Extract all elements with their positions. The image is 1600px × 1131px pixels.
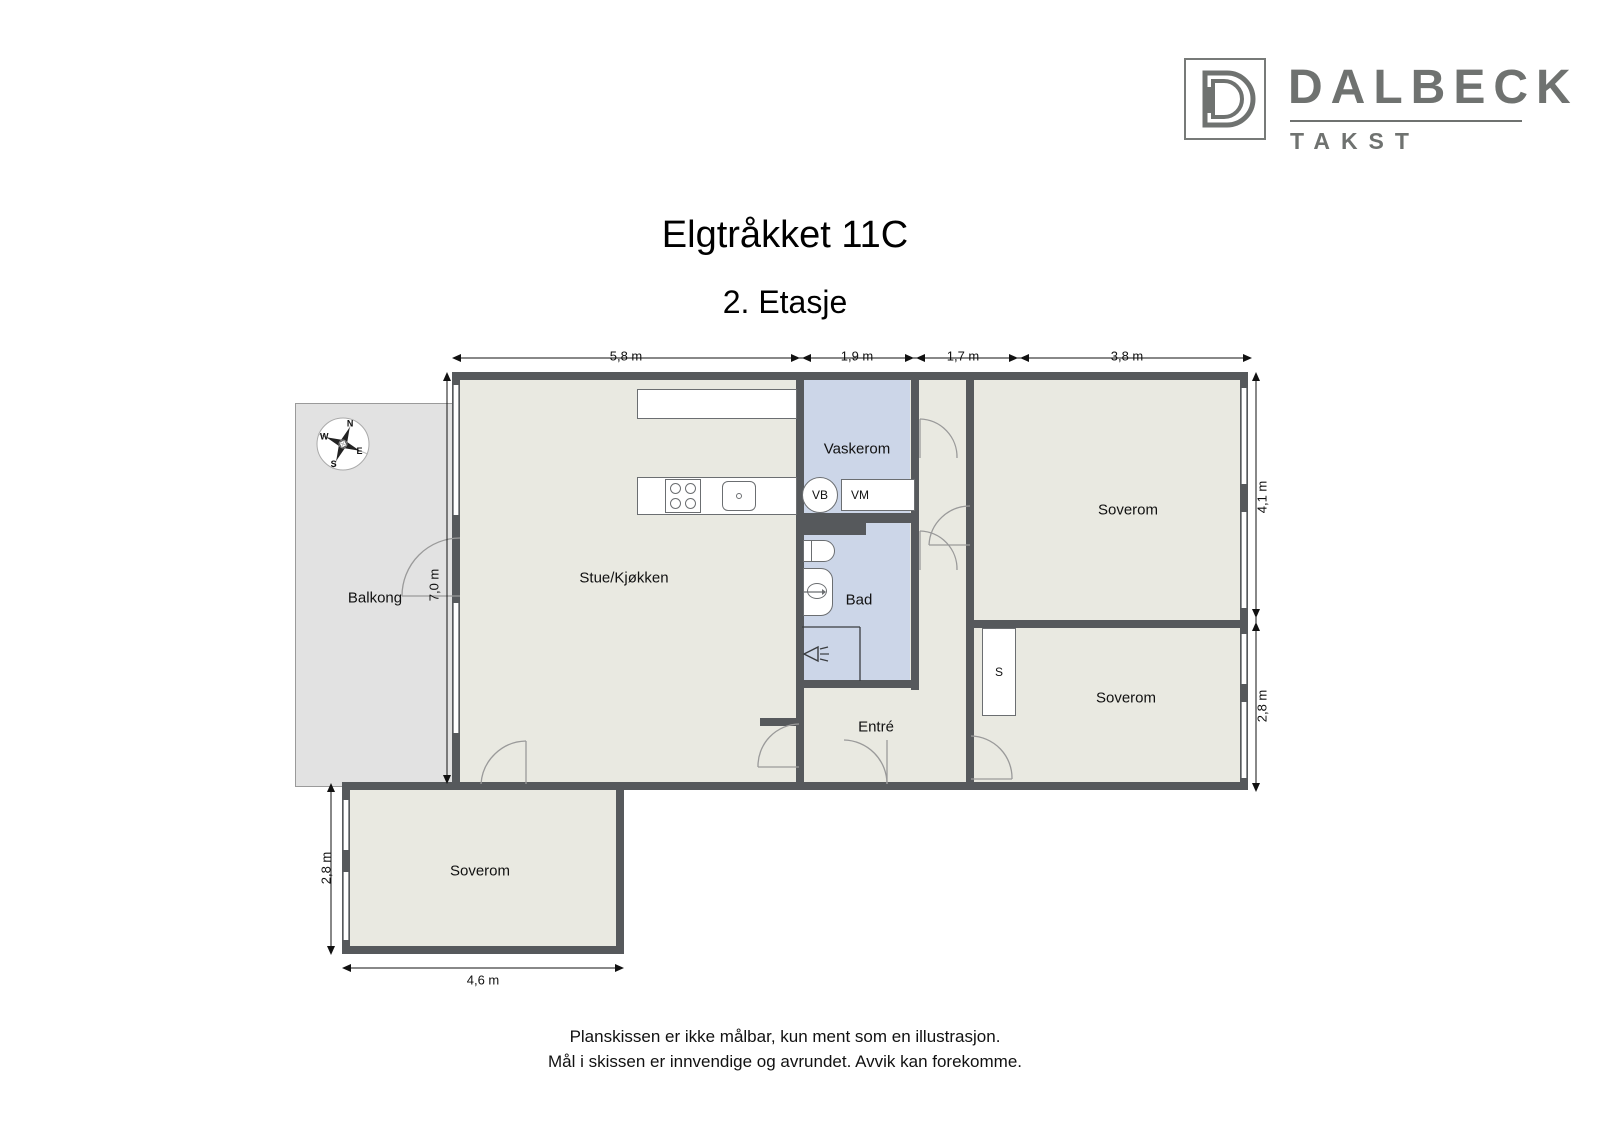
window-right-ne [1241, 388, 1247, 484]
room-label-soverom-sw: Soverom [449, 862, 511, 880]
shower-fixture [802, 626, 862, 682]
room-floor-soverom-ne [970, 375, 1245, 623]
wall-sw-right [616, 782, 624, 954]
bathroom-sink-basin [807, 583, 827, 599]
kitchen-sink-drain [736, 493, 742, 499]
wall-bottom-right [620, 782, 1248, 790]
wall-living-wet [796, 372, 804, 790]
door-soverom-se [970, 735, 1014, 781]
room-label-vaskerom: Vaskerom [823, 440, 891, 458]
varmtvannsbereder-fixture [802, 477, 838, 513]
door-soverom-ne [928, 505, 972, 547]
brand-rule [1290, 120, 1522, 122]
dimension-label-top-1: 5,8 m [609, 348, 643, 364]
room-label-soverom-se: Soverom [1095, 689, 1157, 707]
window-sw-left [343, 800, 349, 850]
compass-north-label: N [347, 418, 354, 428]
wall-left [452, 372, 460, 790]
stove-burner-4 [685, 498, 696, 509]
dimension-label-right-1: 4,1 m [1254, 480, 1270, 514]
kitchen-counter [637, 477, 797, 515]
brand-logo: DALBECK TAKST [1184, 58, 1571, 158]
stove-burner-3 [670, 498, 681, 509]
window-sw-left-2 [343, 872, 349, 940]
room-label-balkong: Balkong [347, 589, 403, 607]
room-label-soverom-ne: Soverom [1097, 501, 1159, 519]
dimension-line-left-1 [440, 372, 454, 784]
room-floor-stue-kjokken [455, 375, 805, 790]
toilet-cistern [803, 540, 812, 562]
wall-sw-top [342, 782, 624, 790]
page-subtitle: 2. Etasje [722, 284, 848, 320]
wall-wet-corridor [911, 372, 919, 690]
room-label-stue-kjokken: Stue/Kjøkken [579, 569, 669, 587]
vb-label: VB [811, 488, 829, 502]
dimension-line-top [452, 350, 1252, 366]
stove-burner-1 [670, 483, 681, 494]
dimension-label-left-2: 2,8 m [318, 851, 334, 885]
dimension-label-right-2: 2,8 m [1254, 689, 1270, 723]
wall-corridor-bedroom [966, 372, 974, 624]
door-soverom-sw [480, 740, 528, 786]
vm-label: VM [851, 488, 869, 502]
compass-east-label: E [356, 446, 362, 456]
dimension-label-left-1: 7,0 m [426, 568, 442, 602]
dimension-line-left-2 [324, 783, 338, 955]
wall-sw-bottom [342, 946, 624, 954]
door-entre-living [757, 723, 801, 769]
room-label-bad: Bad [845, 591, 873, 609]
wall-entre-door-jamb [796, 718, 804, 790]
door-balcony [400, 537, 464, 599]
wall-top [452, 372, 1248, 380]
room-label-entre: Entré [858, 718, 894, 736]
bathroom-faucet-icon [804, 588, 826, 596]
disclaimer-line-1: Planskissen er ikke målbar, kun ment som… [569, 1027, 1001, 1046]
dalbeck-d-monogram-icon [1184, 58, 1266, 140]
vaskemaskin-fixture [841, 479, 915, 511]
brand-name: DALBECK [1288, 61, 1579, 114]
dimension-line-right [1248, 372, 1264, 792]
brand-subtitle: TAKST [1290, 128, 1420, 154]
compass-south-label: S [331, 459, 337, 469]
wall-bad-entre [796, 680, 919, 688]
wall-sw-left [342, 782, 350, 954]
wall-entre-left-stub [760, 718, 800, 726]
s-label: S [994, 665, 1004, 679]
door-bad [919, 530, 959, 572]
compass-rose-icon: N E S W [313, 414, 373, 474]
wall-vaskerom-bad-2 [796, 513, 915, 523]
disclaimer: Planskissen er ikke målbar, kun ment som… [0, 1024, 1570, 1074]
window-left-lower [453, 603, 459, 733]
door-entre-main [843, 738, 889, 786]
room-floor-soverom-sw [345, 785, 623, 953]
window-right-se-2 [1241, 702, 1247, 778]
dimension-label-top-3: 1,7 m [946, 348, 980, 364]
dimension-line-bottom [342, 961, 624, 975]
window-left-upper [453, 385, 459, 515]
wall-bedroom-split [966, 620, 1248, 628]
window-right-se [1241, 634, 1247, 684]
kitchen-upper-cabinet [637, 389, 797, 419]
dimension-label-top-4: 3,8 m [1110, 348, 1144, 364]
page-title: Elgtråkket 11C [661, 214, 909, 256]
wall-corridor-bedroom-lower [966, 620, 974, 790]
dimension-label-top-2: 1,9 m [840, 348, 874, 364]
skap-closet-fixture [982, 628, 1016, 716]
door-vaskerom [919, 418, 959, 460]
window-right-ne-2 [1241, 512, 1247, 608]
compass-west-label: W [320, 432, 329, 442]
stove-burner-2 [685, 483, 696, 494]
dimension-label-bottom-1: 4,6 m [466, 972, 500, 988]
disclaimer-line-2: Mål i skissen er innvendige og avrundet.… [547, 1052, 1023, 1071]
